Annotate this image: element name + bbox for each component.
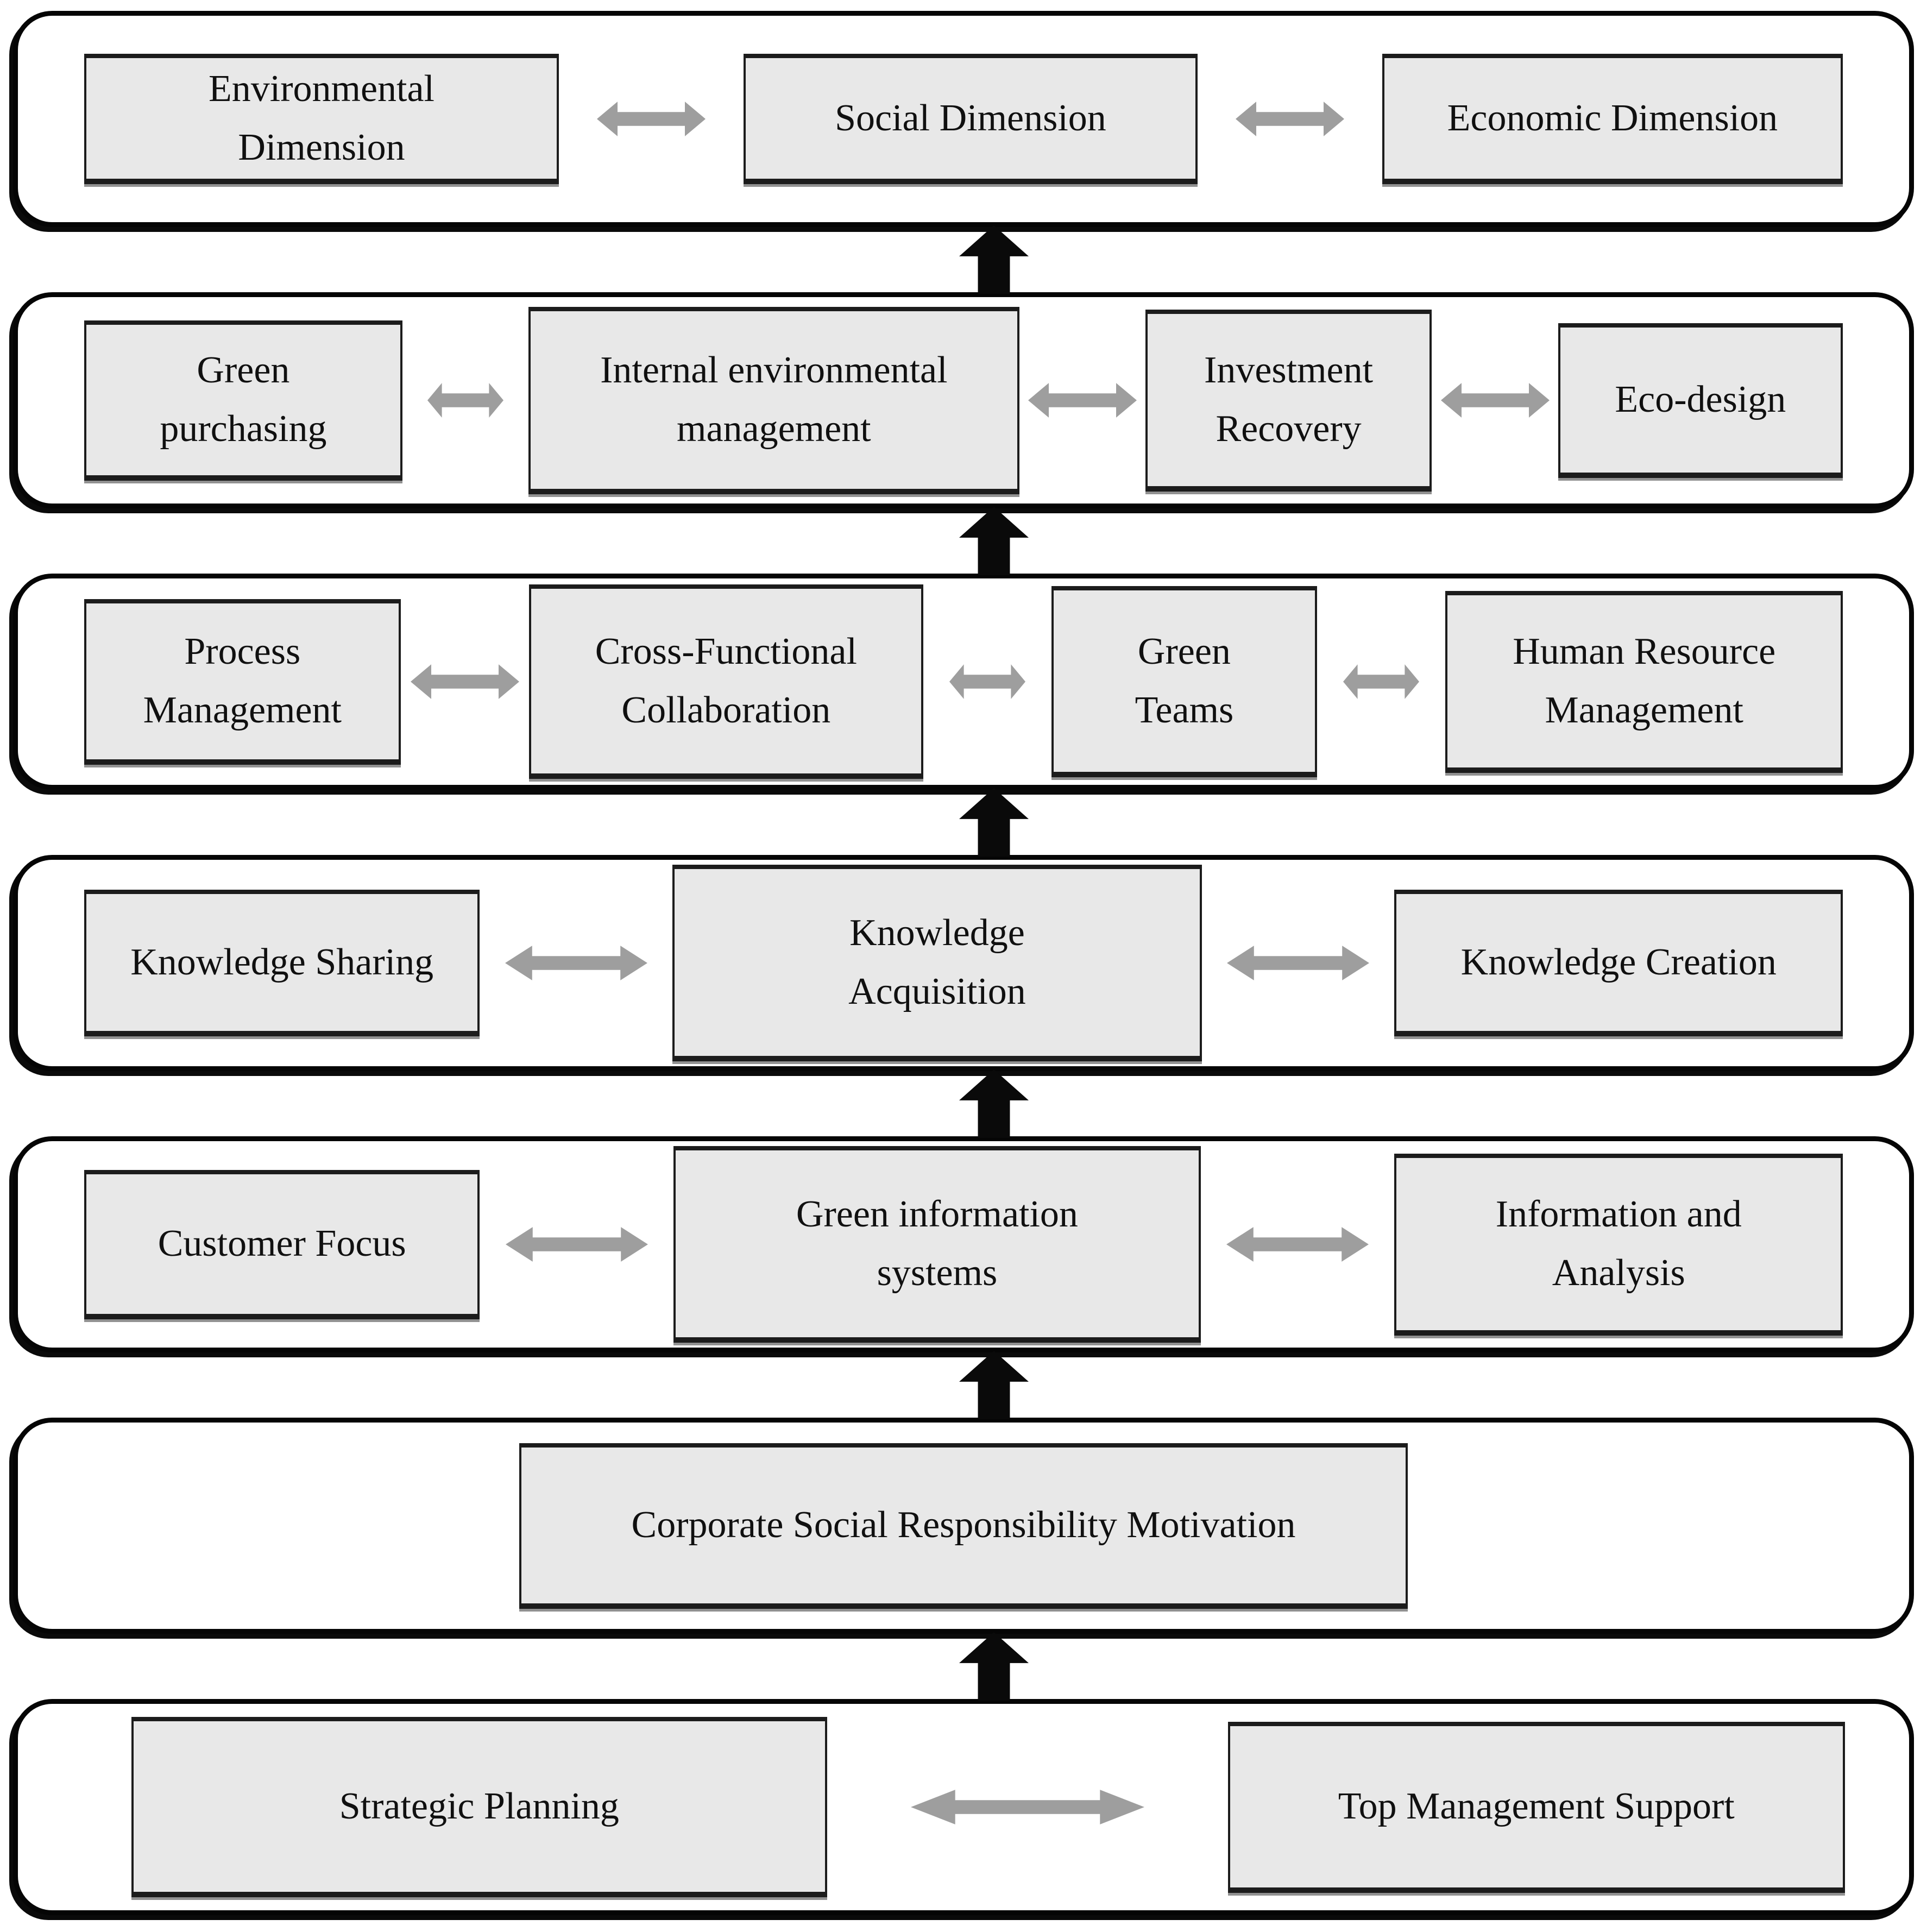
box-green-teams: Green Teams [1051, 586, 1317, 777]
box-label: Cross-Functional Collaboration [595, 630, 857, 732]
double-arrow-icon [1440, 383, 1550, 418]
box-green-purchasing: Green purchasing [84, 320, 402, 481]
framework-diagram: Environmental Dimension Social Dimension… [13, 11, 1914, 1932]
box-label: Green purchasing [160, 349, 327, 450]
box-eco-design: Eco-design [1558, 323, 1843, 478]
box-label: Knowledge Creation [1460, 941, 1777, 983]
box-knowledge-sharing: Knowledge Sharing [84, 890, 480, 1036]
box-investment-recovery: Investment Recovery [1145, 309, 1432, 492]
row-strategic-foundation: Strategic Planning Top Management Suppor… [13, 1699, 1914, 1915]
box-economic-dimension: Economic Dimension [1382, 54, 1843, 184]
box-knowledge-creation: Knowledge Creation [1394, 890, 1843, 1036]
box-label: Customer Focus [158, 1222, 406, 1264]
up-arrow-icon [959, 1069, 1029, 1138]
double-arrow-icon [597, 102, 706, 136]
box-label: Social Dimension [835, 97, 1106, 139]
up-arrow-icon [959, 507, 1029, 575]
double-arrow-icon [1227, 946, 1370, 980]
box-label: Internal environmental management [600, 349, 948, 450]
double-arrow-icon [1226, 1227, 1369, 1262]
box-label: Knowledge Acquisition [848, 911, 1026, 1013]
double-arrow-icon [910, 1790, 1144, 1824]
up-arrow-icon [959, 225, 1029, 294]
box-green-information-systems: Green information systems [673, 1146, 1201, 1343]
box-label: Knowledge Sharing [130, 941, 434, 983]
box-label: Investment Recovery [1204, 349, 1374, 450]
box-label: Eco-design [1615, 378, 1786, 420]
tier-connector [13, 1069, 1914, 1138]
box-human-resource-management: Human Resource Management [1445, 590, 1843, 773]
box-label: Process Management [143, 630, 342, 732]
tier-connector [13, 788, 1914, 857]
tier-connector [13, 507, 1914, 575]
box-internal-environmental-management: Internal environmental management [528, 306, 1019, 494]
box-label: Top Management Support [1338, 1785, 1735, 1827]
double-arrow-icon [1028, 383, 1137, 418]
box-customer-focus: Customer Focus [84, 1169, 480, 1319]
box-social-dimension: Social Dimension [744, 54, 1198, 184]
box-cross-functional-collaboration: Cross-Functional Collaboration [529, 584, 923, 779]
box-environmental-dimension: Environmental Dimension [84, 54, 559, 184]
box-label: Green Teams [1135, 630, 1234, 732]
box-csr-motivation: Corporate Social Responsibility Motivati… [519, 1443, 1408, 1609]
tier-connector [13, 1632, 1914, 1701]
box-label: Environmental Dimension [209, 67, 435, 169]
tier-connector [13, 1351, 1914, 1419]
double-arrow-icon [1235, 102, 1344, 136]
row-green-practices: Green purchasing Internal environmental … [13, 292, 1914, 508]
double-arrow-icon [427, 383, 504, 418]
double-arrow-icon [505, 1227, 648, 1262]
up-arrow-icon [959, 788, 1029, 857]
box-label: Green information systems [796, 1193, 1078, 1294]
tier-connector [13, 225, 1914, 294]
double-arrow-icon [410, 664, 519, 699]
box-label: Corporate Social Responsibility Motivati… [631, 1503, 1296, 1546]
box-label: Economic Dimension [1447, 97, 1778, 139]
box-label: Human Resource Management [1513, 630, 1776, 732]
box-information-and-analysis: Information and Analysis [1394, 1153, 1843, 1336]
double-arrow-icon [1343, 664, 1420, 699]
row-dimensions: Environmental Dimension Social Dimension… [13, 11, 1914, 227]
up-arrow-icon [959, 1351, 1029, 1419]
box-knowledge-acquisition: Knowledge Acquisition [672, 865, 1202, 1061]
box-label: Information and Analysis [1495, 1193, 1742, 1294]
box-process-management: Process Management [84, 599, 401, 765]
row-information: Customer Focus Green information systems… [13, 1136, 1914, 1352]
double-arrow-icon [505, 946, 647, 980]
double-arrow-icon [949, 664, 1025, 699]
up-arrow-icon [959, 1632, 1029, 1701]
row-csr-motivation: Corporate Social Responsibility Motivati… [13, 1418, 1914, 1634]
row-knowledge-management: Knowledge Sharing Knowledge Acquisition … [13, 855, 1914, 1071]
row-organizational-practices: Process Management Cross-Functional Coll… [13, 574, 1914, 790]
box-label: Strategic Planning [339, 1785, 619, 1827]
box-strategic-planning: Strategic Planning [131, 1717, 827, 1897]
box-top-management-support: Top Management Support [1227, 1721, 1845, 1893]
